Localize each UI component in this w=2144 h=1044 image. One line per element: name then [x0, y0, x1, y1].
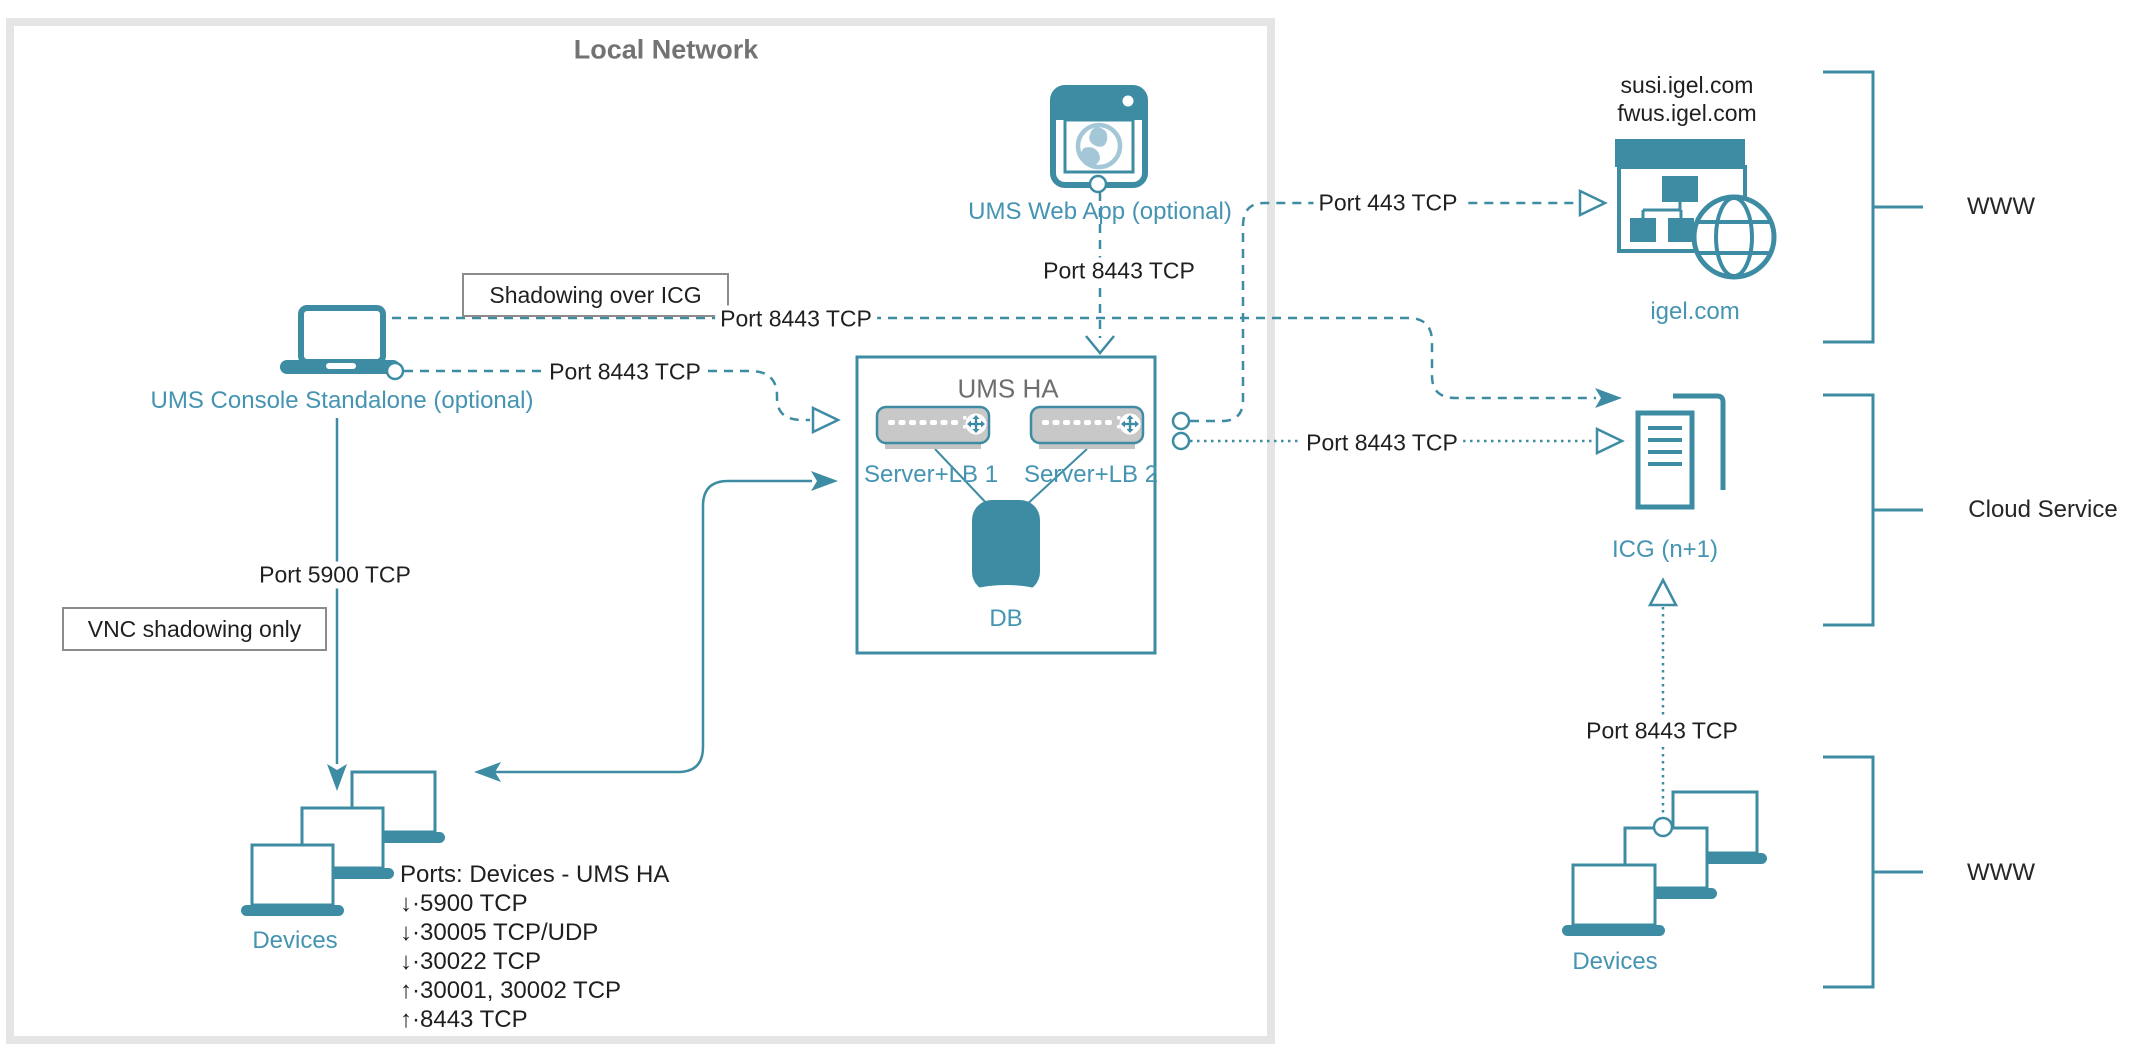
server-lb2-icon: [1029, 405, 1145, 449]
ums-web-app-icon: [1050, 85, 1148, 188]
ports-list-item: ↓·5900 TCP: [400, 890, 528, 917]
connector-umsha-top: [1171, 411, 1191, 431]
igel-domain-fwus: fwus.igel.com: [1617, 100, 1757, 126]
icg-label: ICG (n+1): [1611, 536, 1719, 563]
ums-console-label: UMS Console Standalone (optional): [150, 387, 534, 414]
zone-cloud-service-label: Cloud Service: [1968, 496, 2118, 523]
shadowing-over-icg-label: Shadowing over ICG: [462, 273, 729, 317]
zone-www-top-label: WWW: [1967, 193, 2035, 220]
connector-umsha-bottom: [1171, 431, 1191, 451]
port-8443-devices-label: Port 8443 TCP: [1581, 717, 1743, 745]
server-lb1-icon: [875, 405, 991, 449]
db-label: DB: [989, 605, 1023, 632]
arrow-filled-devices-down: [327, 764, 347, 791]
port-8443-icg-label: Port 8443 TCP: [1301, 429, 1463, 457]
arrow-chevron-umsha-top: [1085, 335, 1115, 355]
connector-console: [385, 361, 405, 381]
devices-local-label: Devices: [252, 927, 338, 954]
arrow-open-umsha-left: [811, 406, 841, 434]
server-lb1-label: Server+LB 1: [863, 461, 999, 488]
port-5900-label: Port 5900 TCP: [254, 561, 416, 589]
edge-console-to-umsha: [404, 369, 810, 422]
bracket-cloud-service: [1823, 393, 1923, 627]
arrow-filled-icg-top: [1595, 388, 1622, 408]
ports-list-item: ↑·8443 TCP: [400, 1006, 528, 1033]
devices-local-icon: [241, 770, 445, 916]
arrow-open-igelcom: [1578, 189, 1608, 217]
port-443-label: Port 443 TCP: [1313, 189, 1463, 217]
connector-webapp: [1088, 174, 1108, 194]
arrow-open-icg-bottom: [1647, 577, 1679, 607]
server-lb2-label: Server+LB 2: [1023, 461, 1159, 488]
devices-www-icon: [1562, 790, 1767, 936]
ports-list: Ports: Devices - UMS HA ↓·5900 TCP ↓·300…: [400, 860, 669, 1034]
ums-console-laptop-icon: [280, 305, 400, 374]
arrow-open-icg-left: [1595, 427, 1625, 455]
ports-list-item: ↓·30005 TCP/UDP: [400, 919, 599, 946]
ports-list-item: ↓·30022 TCP: [400, 948, 541, 975]
devices-www-label: Devices: [1572, 948, 1658, 975]
ums-ha-title: UMS HA: [957, 373, 1059, 404]
zone-www-bottom-label: WWW: [1967, 859, 2035, 886]
bracket-www-top: [1823, 70, 1923, 344]
igel-com-icon: [1615, 139, 1777, 280]
edge-devices-umsha: [478, 479, 812, 774]
edge-shadowing-over-icg: [392, 316, 1596, 400]
edge-umsha-to-igelcom: [1190, 201, 1578, 423]
igel-domains: susi.igel.com fwus.igel.com: [1617, 71, 1756, 127]
bracket-www-bottom: [1823, 755, 1923, 989]
database-icon: [964, 500, 1048, 609]
igel-com-label: igel.com: [1650, 298, 1740, 325]
arrowheads: [327, 189, 1679, 791]
arrow-filled-devices-left: [474, 762, 501, 782]
ums-web-app-label: UMS Web App (optional): [968, 198, 1232, 225]
local-network-zone: [6, 18, 1275, 1044]
vnc-shadowing-only-label: VNC shadowing only: [62, 607, 327, 651]
igel-domain-susi: susi.igel.com: [1620, 72, 1754, 98]
connector-devices-www: [1652, 816, 1674, 838]
port-8443-shadowing-label: Port 8443 TCP: [715, 305, 877, 333]
icg-icon: [1635, 393, 1726, 510]
port-8443-webapp-label: Port 8443 TCP: [1038, 257, 1200, 285]
arrow-filled-umsha-right: [811, 471, 838, 491]
port-8443-console-label: Port 8443 TCP: [544, 358, 706, 386]
local-network-title: Local Network: [573, 34, 759, 65]
ports-list-item: ↑·30001, 30002 TCP: [400, 977, 622, 1004]
ports-list-title: Ports: Devices - UMS HA: [400, 861, 670, 888]
